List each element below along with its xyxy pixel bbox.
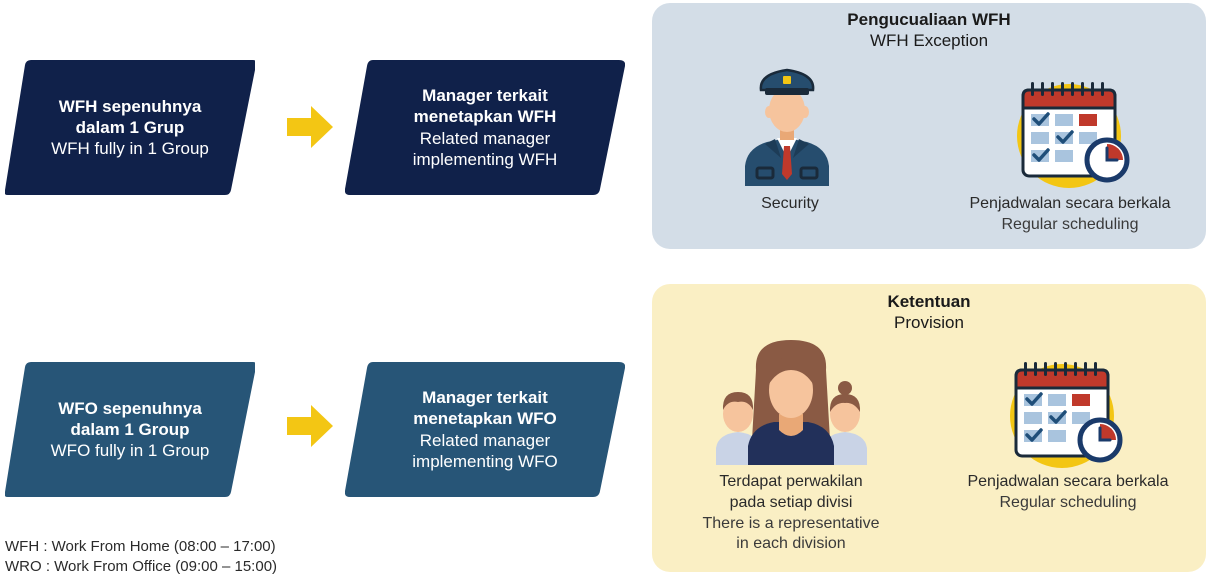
manager-wfh-sub-2: implementing WFH bbox=[412, 149, 558, 169]
manager-wfh-title-2: menetapkan WFH bbox=[413, 107, 557, 127]
representative-line-3: There is a representative bbox=[702, 514, 880, 532]
provision-scheduling-sublabel: Regular scheduling bbox=[999, 493, 1137, 511]
manager-wfo-title: Manager terkait bbox=[422, 388, 548, 407]
wfo-fully-title-2: dalam 1 Group bbox=[70, 419, 190, 439]
provision-scheduling-label: Penjadwalan secara berkala bbox=[967, 473, 1169, 490]
provision-heading: Ketentuan Provision bbox=[652, 291, 1206, 334]
legend-wro: WRO : Work From Office (09:00 – 15:00) bbox=[5, 558, 278, 575]
wfh-fully-box: WFH sepenuhnya dalam 1 Grup WFH fully in… bbox=[5, 60, 255, 195]
representative-line-1: Terdapat perwakilan bbox=[719, 473, 863, 490]
manager-wfo-sub-2: implementing WFO bbox=[412, 451, 558, 471]
arrow-right-icon bbox=[287, 405, 333, 447]
manager-wfo-sub-1: Related manager bbox=[419, 430, 551, 450]
wfo-fully-box-shape bbox=[5, 362, 255, 497]
provision-subtitle: Provision bbox=[894, 313, 964, 333]
group-people-icon bbox=[716, 340, 867, 465]
arrow-right-icon bbox=[287, 106, 333, 148]
wfo-fully-box: WFO sepenuhnya dalam 1 Group WFO fully i… bbox=[5, 362, 255, 497]
manager-wfo-title-2: menetapkan WFO bbox=[413, 409, 557, 429]
exception-scheduling-label: Penjadwalan secara berkala bbox=[969, 195, 1171, 212]
legend-wfh: WFH : Work From Home (08:00 – 17:00) bbox=[5, 538, 276, 555]
manager-wfh-box-shape bbox=[345, 60, 625, 195]
wfh-fully-subtitle: WFH fully in 1 Group bbox=[51, 139, 209, 159]
provision-scheduling-caption: Penjadwalan secara berkala Regular sched… bbox=[928, 472, 1208, 514]
manager-wfo-box: Manager terkait menetapkan WFO Related m… bbox=[345, 362, 625, 497]
wfh-fully-box-shape bbox=[5, 60, 255, 195]
calendar-clock-icon bbox=[1010, 362, 1123, 468]
manager-wfh-box: Manager terkait menetapkan WFH Related m… bbox=[345, 60, 625, 195]
security-guard-icon bbox=[745, 68, 829, 186]
representative-line-4: in each division bbox=[736, 535, 846, 553]
manager-wfh-sub-1: Related manager bbox=[419, 128, 551, 148]
wfh-exception-subtitle: WFH Exception bbox=[869, 31, 989, 51]
wfh-fully-title-2: dalam 1 Grup bbox=[75, 117, 185, 137]
exception-scheduling-sublabel: Regular scheduling bbox=[1001, 215, 1139, 233]
wfh-exception-heading: Pengucualiaan WFH WFH Exception bbox=[652, 9, 1206, 52]
wfh-exception-title: Pengucualiaan WFH bbox=[847, 10, 1011, 29]
calendar-clock-icon bbox=[1017, 82, 1130, 188]
manager-wfo-box-shape bbox=[345, 362, 625, 497]
wfh-fully-title: WFH sepenuhnya bbox=[58, 96, 202, 116]
wfo-fully-title: WFO sepenuhnya bbox=[58, 398, 202, 418]
representative-caption: Terdapat perwakilan pada setiap divisi T… bbox=[676, 472, 906, 555]
wfo-fully-subtitle: WFO fully in 1 Group bbox=[50, 441, 210, 461]
security-label: Security bbox=[761, 195, 819, 212]
provision-title: Ketentuan bbox=[887, 292, 971, 311]
exception-scheduling-caption: Penjadwalan secara berkala Regular sched… bbox=[930, 194, 1210, 236]
representative-line-2: pada setiap divisi bbox=[729, 493, 853, 511]
manager-wfh-title: Manager terkait bbox=[422, 86, 548, 105]
